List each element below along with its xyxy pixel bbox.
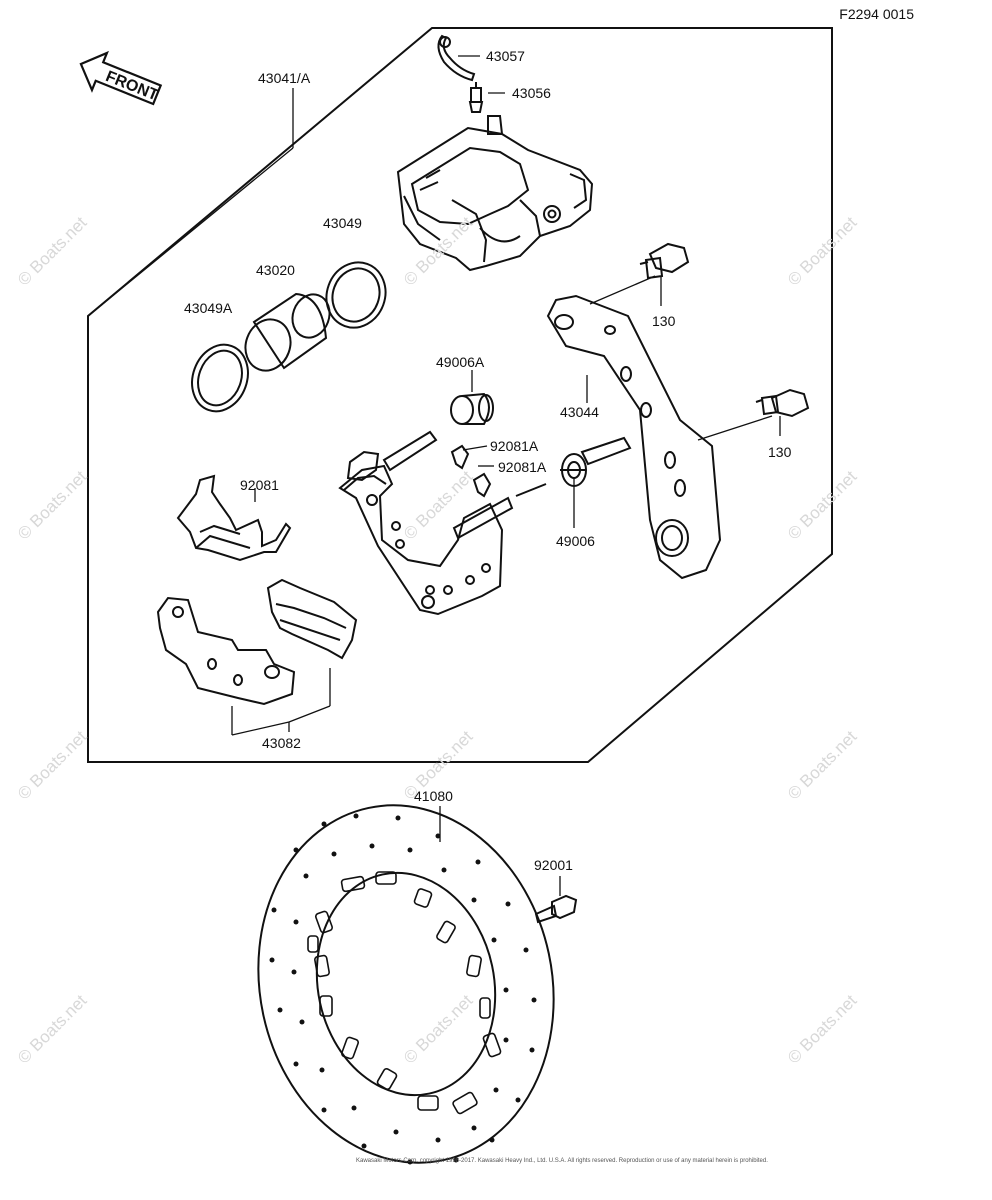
label-43082: 43082 — [262, 735, 301, 751]
copyright-notice: Kawasaki Motors Corp. copyright 1998-201… — [356, 1158, 768, 1164]
diagram-code: F2294 0015 — [839, 6, 914, 22]
leader-lines — [87, 55, 781, 896]
label-43044: 43044 — [560, 404, 599, 420]
label-130-upper: 130 — [652, 313, 676, 329]
caliper-body — [396, 115, 594, 272]
label-41080: 41080 — [414, 788, 453, 804]
label-92081A-lower: 92081A — [498, 459, 547, 475]
clip-43057 — [437, 34, 476, 82]
bolt-130-upper — [639, 242, 690, 280]
torque-link-43044 — [546, 294, 722, 580]
spring-92081 — [176, 474, 292, 562]
caliper-bracket — [338, 430, 547, 616]
label-92001: 92001 — [534, 857, 573, 873]
label-49006A: 49006A — [436, 354, 485, 370]
seal-43049 — [325, 261, 387, 329]
seal-43049A — [191, 343, 249, 413]
piston-43020 — [244, 292, 331, 372]
label-43041A: 43041/A — [258, 70, 311, 86]
label-43057: 43057 — [486, 48, 525, 64]
spring-92081A — [450, 444, 492, 498]
brake-disc-41080 — [257, 804, 555, 1165]
label-92081: 92081 — [240, 477, 279, 493]
disc-holes — [269, 813, 537, 1165]
brake-pads-43082 — [156, 578, 358, 706]
front-arrow: FRONT — [79, 50, 163, 106]
disc-slots — [307, 871, 502, 1115]
pin-49006 — [560, 436, 632, 487]
bushing-49006A — [450, 392, 494, 425]
bleeder-43056 — [468, 82, 484, 113]
bolt-130-lower — [755, 388, 810, 418]
label-92081A-upper: 92081A — [490, 438, 539, 454]
label-43049A: 43049A — [184, 300, 233, 316]
label-49006: 49006 — [556, 533, 595, 549]
label-43020: 43020 — [256, 262, 295, 278]
disc-bolt-92001 — [534, 894, 578, 924]
label-130-lower: 130 — [768, 444, 792, 460]
label-43056: 43056 — [512, 85, 551, 101]
label-43049: 43049 — [323, 215, 362, 231]
